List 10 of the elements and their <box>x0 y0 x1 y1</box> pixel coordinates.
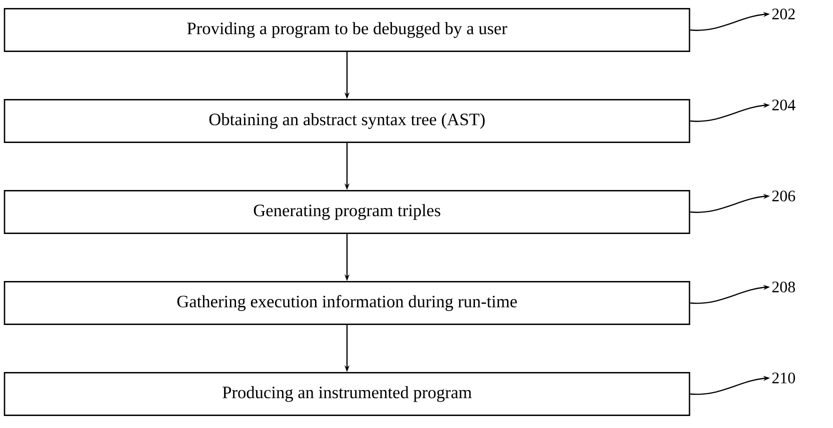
callout-number: 206 <box>772 190 796 202</box>
callout-number: 210 <box>772 372 795 384</box>
callout-number: 208 <box>772 282 795 292</box>
process-box: Producing an instrumented program <box>4 372 690 416</box>
process-box: Gathering execution information during run-time <box>4 280 690 325</box>
process-box: Providing a program to be debugged by a user <box>4 8 690 52</box>
process-box: Obtaining an abstract syntax tree (AST) <box>4 99 690 143</box>
callout-number: 202 <box>772 8 795 20</box>
process-box: Generating program triples <box>4 190 690 234</box>
callout-number: 204 <box>772 100 796 110</box>
